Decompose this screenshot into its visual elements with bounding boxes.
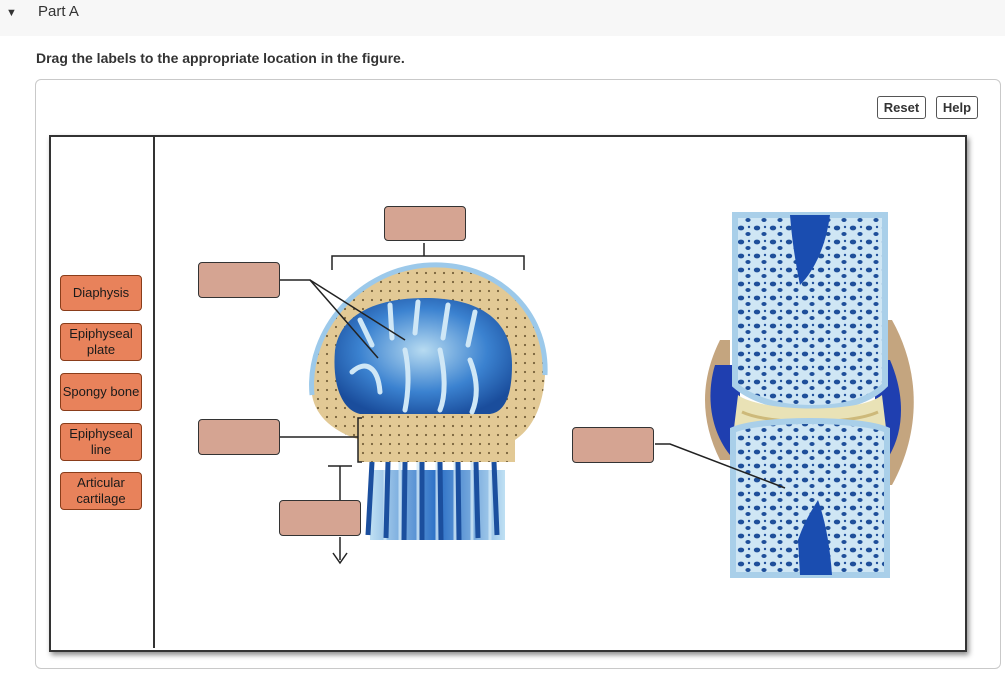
joint-cross-section [705, 212, 914, 578]
label-epiphyseal-plate[interactable]: Epiphyseal plate [60, 323, 142, 361]
label-text: Diaphysis [72, 285, 130, 300]
drop-target-lower[interactable] [279, 500, 361, 536]
label-text: Spongy bone [62, 384, 140, 399]
label-bank-divider [153, 137, 155, 648]
label-diaphysis[interactable]: Diaphysis [60, 275, 142, 311]
part-header[interactable]: ▼ Part A [0, 0, 1005, 36]
label-text: Epiphyseal line [69, 426, 133, 457]
reset-button[interactable]: Reset [877, 96, 926, 119]
leader-line-right [655, 443, 786, 489]
label-articular-cartilage[interactable]: Articular cartilage [60, 472, 142, 510]
drop-target-top[interactable] [384, 206, 466, 241]
epiphysis-cross-section [309, 262, 548, 541]
instruction-text: Drag the labels to the appropriate locat… [36, 50, 405, 66]
drop-target-middle-left[interactable] [198, 419, 280, 455]
label-spongy-bone[interactable]: Spongy bone [60, 373, 142, 411]
label-text: Epiphyseal plate [69, 326, 133, 357]
label-epiphyseal-line[interactable]: Epiphyseal line [60, 423, 142, 461]
drop-target-upper-left[interactable] [198, 262, 280, 298]
label-text: Articular cartilage [76, 475, 126, 506]
caret-down-icon[interactable]: ▼ [6, 7, 17, 19]
part-title: Part A [38, 3, 79, 20]
drop-target-right[interactable] [572, 427, 654, 463]
leader-lines-left [280, 243, 525, 565]
help-button[interactable]: Help [936, 96, 978, 119]
